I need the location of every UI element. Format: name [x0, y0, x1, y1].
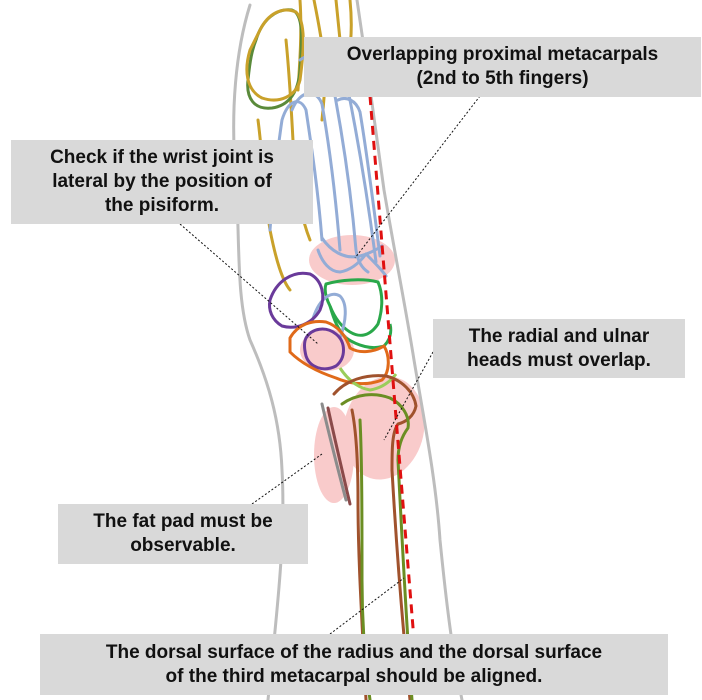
metacarpal-blue-5	[336, 97, 382, 258]
metacarpal-base-cluster-2	[320, 236, 384, 259]
radioulnar-highlight	[343, 376, 425, 480]
dorsal-alignment-callout: The dorsal surface of the radius and the…	[40, 634, 668, 695]
scaphoid-blue	[310, 292, 347, 339]
fat-pad-callout: The fat pad must be observable.	[58, 504, 308, 564]
alignment-line	[368, 95, 416, 641]
pisiform-callout-line1: Check if the wrist joint is	[50, 147, 274, 168]
metacarpal-base-cluster	[316, 248, 388, 278]
dorsal-callout-line1: The dorsal surface of the radius and the…	[105, 641, 603, 663]
pisiform-callout-line2: lateral by the position of	[52, 171, 272, 192]
pisiform-purple-small	[303, 327, 345, 371]
thumb-gold-outline	[245, 8, 305, 102]
fat-pad-line-gray	[320, 402, 348, 502]
radius-head	[332, 374, 418, 472]
radial-ulnar-callout-line2: heads must overlap.	[467, 349, 651, 371]
pisiform-callout-line3: the pisiform.	[104, 195, 219, 216]
leader-pisiform	[179, 223, 319, 345]
pisiform-purple	[268, 271, 325, 329]
dorsal-callout-line2: of the third metacarpal should be aligne…	[165, 665, 543, 687]
carpal-bones	[268, 271, 398, 392]
carpal-light-green	[338, 367, 398, 392]
radial-ulnar-callout: The radial and ulnar heads must overlap.	[433, 319, 685, 378]
fat-pad-callout-line2: observable.	[130, 535, 236, 556]
radial-ulnar-callout-line1: The radial and ulnar	[468, 325, 650, 347]
metacarpals-callout-line1: Overlapping proximal metacarpals	[346, 44, 659, 65]
fat-pad-line-brown	[326, 406, 352, 506]
leader-fat-pad	[251, 453, 323, 505]
capitate-green	[323, 278, 384, 337]
metacarpals-callout-line2: (2nd to 5th fingers)	[416, 68, 589, 89]
pisiform-callout: Check if the wrist joint is lateral by t…	[11, 140, 313, 224]
metacarpals-callout: Overlapping proximal metacarpals (2nd to…	[304, 37, 701, 97]
leader-dorsal	[329, 577, 405, 635]
dorsal-skin-line	[232, 3, 285, 700]
ulna-head	[340, 393, 410, 462]
leader-radial-ulnar	[383, 351, 434, 441]
palmar-skin-line	[355, 0, 464, 700]
leader-lines	[179, 95, 481, 635]
carpal-orange	[288, 320, 390, 386]
fat-pad-callout-line1: The fat pad must be	[93, 511, 273, 532]
